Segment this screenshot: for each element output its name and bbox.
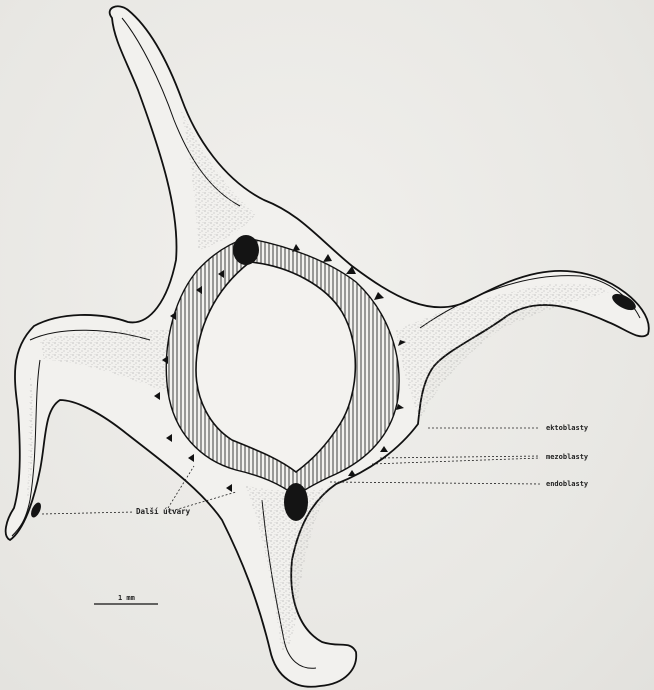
label-mezoblasty: mezoblasty	[546, 453, 589, 461]
label-endoblasty: endoblasty	[546, 480, 589, 488]
leader-mezoblasty-b	[372, 458, 540, 464]
leader-endoblasty	[330, 482, 540, 484]
label-ektoblasty: ektoblasty	[546, 424, 589, 432]
dark-node-top	[233, 235, 259, 265]
leader-left-a	[42, 512, 134, 514]
label-left: Další útvary	[136, 507, 191, 516]
dark-node-bottom	[284, 483, 308, 521]
scale-bar-label: 1 mm	[118, 594, 135, 602]
scale-bar: 1 mm	[94, 594, 158, 604]
leader-mezoblasty-a	[380, 456, 540, 458]
